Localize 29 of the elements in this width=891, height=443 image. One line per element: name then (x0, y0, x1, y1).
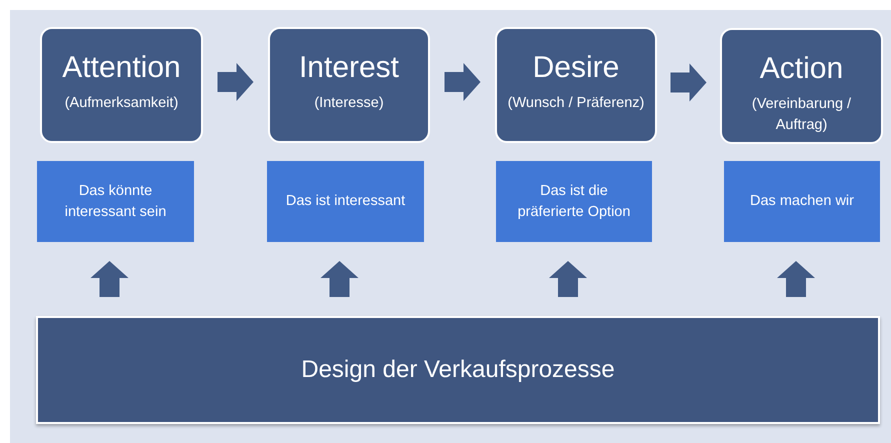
stage-title: Action (760, 52, 844, 86)
statement-text: Das könnte interessant sein (64, 182, 168, 222)
stage-subtitle: (Aufmerksamkeit) (64, 94, 180, 113)
bar-label: Design der Verkaufsprozesse (301, 356, 615, 384)
block-arrow (444, 63, 480, 101)
block-arrow (218, 63, 254, 101)
statement-text: Das ist interessant (286, 192, 406, 211)
stage-title: Interest (298, 51, 400, 85)
stage-subtitle: (Interesse) (313, 94, 385, 113)
stage-box (40, 27, 203, 143)
foundation-bar (36, 316, 880, 424)
block-arrow (777, 261, 815, 297)
statement-box (496, 161, 652, 242)
stage-title: Desire (532, 51, 620, 85)
statement-text: Das ist die präferierte Option (516, 182, 632, 222)
statement-box (37, 161, 194, 242)
stage-box (495, 27, 657, 143)
block-arrow (549, 261, 587, 297)
statement-box (267, 161, 424, 242)
stage-box (720, 28, 883, 144)
statement-text: Das machen wir (750, 192, 854, 211)
stage-box (268, 27, 430, 143)
block-arrow (90, 261, 128, 297)
block-arrow (670, 64, 706, 102)
stage-subtitle: (Wunsch / Präferenz) (506, 94, 646, 113)
statement-box (724, 161, 880, 242)
block-arrow (320, 261, 358, 297)
stage-title: Attention (62, 51, 181, 85)
stage-subtitle: (Vereinbarung / Auftrag) (750, 95, 852, 135)
